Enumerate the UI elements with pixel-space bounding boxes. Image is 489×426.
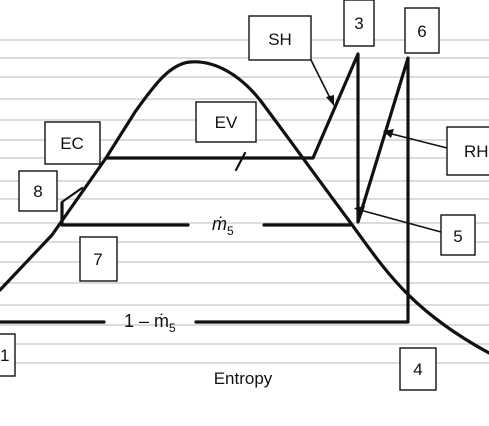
label-ev-text: EV (215, 113, 238, 132)
ev-tick-mark (234, 151, 247, 172)
background-grid-lines (0, 39, 489, 364)
pump-leg-8 (60, 186, 84, 204)
label-sh-text: SH (268, 30, 292, 49)
state-point-4: 4 (399, 347, 437, 391)
state-8-text: 8 (33, 182, 42, 201)
state-point-1: 1 (0, 333, 16, 377)
m5-label: ṁ5 (212, 214, 234, 238)
label-rh-text: RH (464, 142, 489, 161)
m5-subscript: 5 (227, 224, 234, 238)
state-1-text: 1 (0, 346, 9, 365)
leader-lines (310, 59, 448, 233)
state-6-text: 6 (417, 22, 426, 41)
label-ec-text: EC (60, 134, 84, 153)
label-sh: SH (248, 15, 312, 61)
label-rh: RH (446, 126, 489, 176)
label-ev: EV (195, 101, 257, 143)
one-minus-m5-subscript: 5 (169, 321, 176, 335)
state-point-3: 3 (343, 0, 375, 47)
state-3-text: 3 (354, 14, 363, 33)
state-4-text: 4 (413, 360, 422, 379)
one-minus-m5-text: 1 – ṁ (124, 311, 169, 331)
label-ec: EC (44, 121, 101, 165)
state-point-7: 7 (79, 236, 118, 282)
x-axis-label: Entropy (214, 369, 273, 388)
saturation-dome (0, 60, 489, 355)
high-pressure-line (104, 52, 410, 322)
low-pressure-line-left (60, 201, 190, 227)
one-minus-m5-label: 1 – ṁ5 (124, 311, 176, 335)
state-5-text: 5 (453, 227, 462, 246)
state-point-6: 6 (404, 7, 440, 54)
state-point-5: 5 (440, 214, 476, 256)
state-7-text: 7 (93, 250, 102, 269)
m5-symbol: ṁ (212, 214, 227, 234)
state-point-8: 8 (18, 170, 58, 212)
